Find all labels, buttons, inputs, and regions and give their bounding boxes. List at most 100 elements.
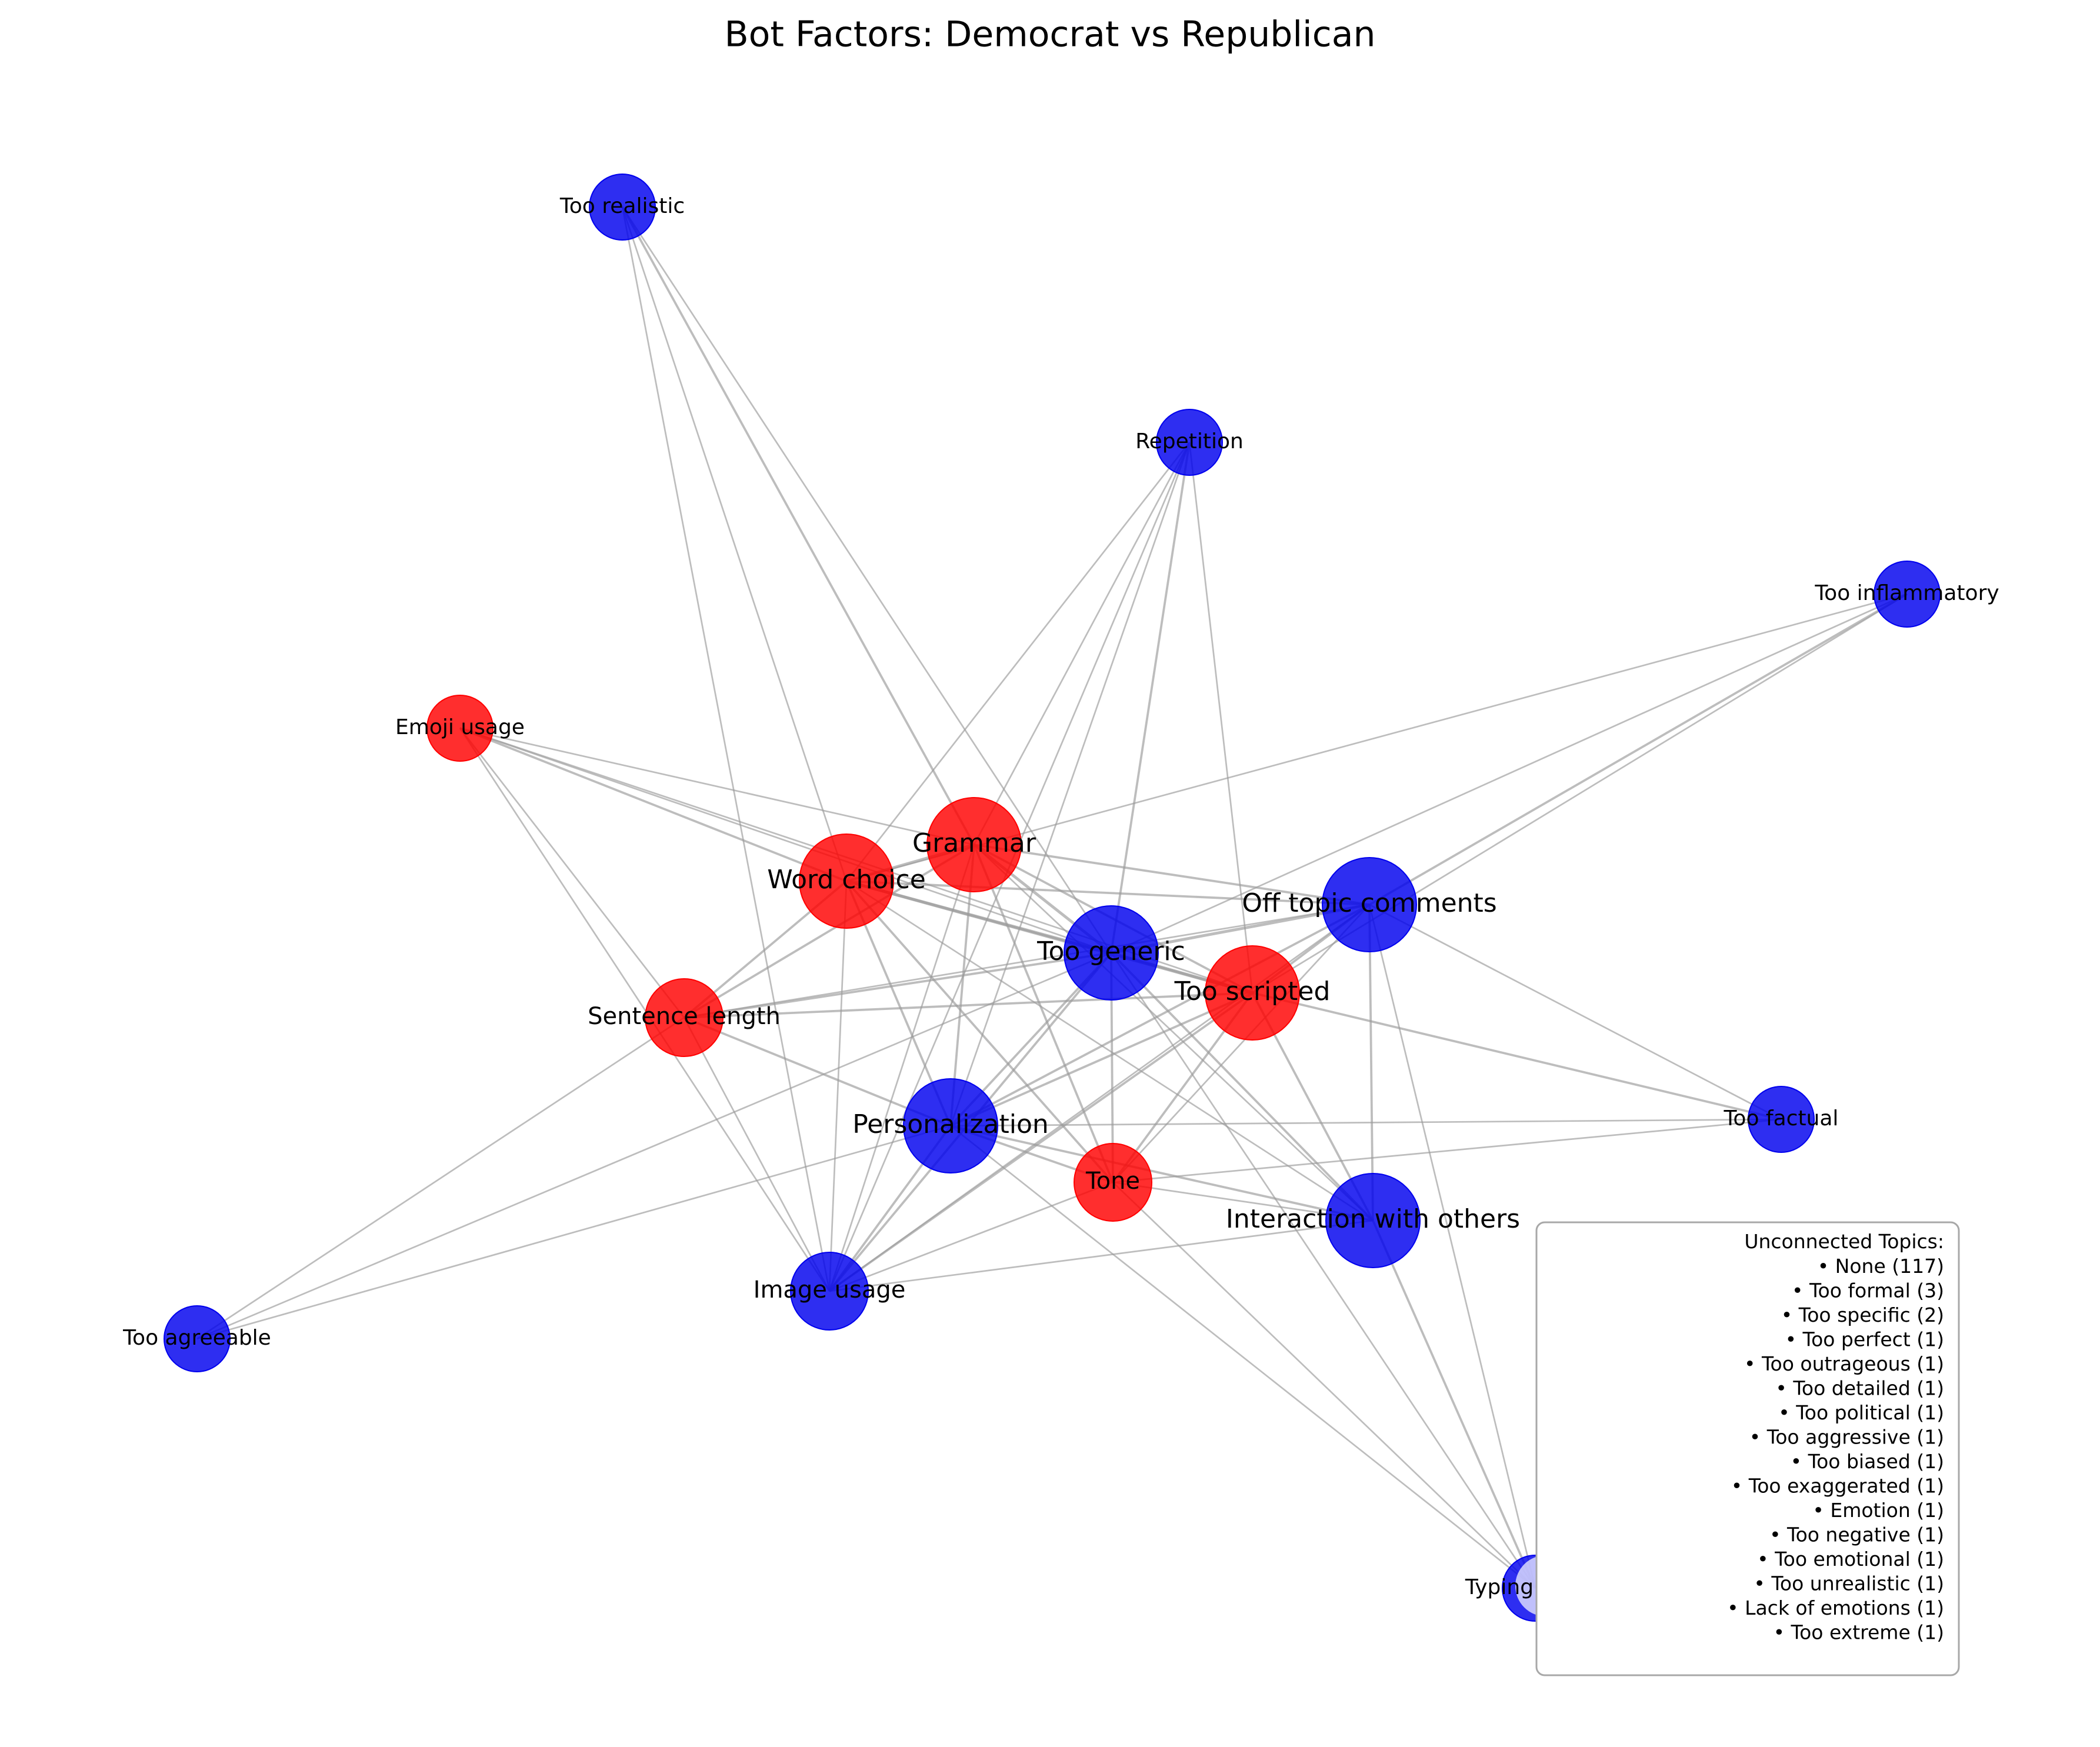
- edge-tone-too_factual: [1112, 1118, 1782, 1183]
- node-tone: [1074, 1143, 1152, 1222]
- node-label-too-scripted: Too scripted: [1174, 976, 1331, 1006]
- node-too-inflammatory: [1874, 561, 1941, 628]
- edge-repetition-too_scripted: [1188, 442, 1254, 993]
- edge-word_choice-interaction: [846, 880, 1374, 1222]
- node-too-scripted: [1205, 945, 1300, 1041]
- edge-off_topic-interaction: [1368, 904, 1374, 1221]
- edge-personalization-typing_habits: [950, 1125, 1536, 1589]
- node-interaction: [1325, 1173, 1421, 1268]
- edge-grammar-interaction: [974, 844, 1374, 1221]
- legend-items: • None (117)• Too formal (3)• Too specif…: [1727, 1255, 1944, 1644]
- node-personalization: [903, 1078, 998, 1173]
- node-label-emoji-usage: Emoji usage: [395, 715, 525, 739]
- legend-item: • Too outrageous (1): [1744, 1352, 1944, 1375]
- edge-word_choice-tone: [845, 880, 1114, 1183]
- edge-too_generic-sentence_length: [684, 952, 1112, 1019]
- node-emoji-usage: [426, 695, 494, 762]
- node-grammar: [926, 797, 1022, 892]
- figure-title: Bot Factors: Democrat vs Republican: [724, 14, 1375, 55]
- legend-item: • Too political (1): [1778, 1401, 1944, 1424]
- unconnected-topics-legend: Unconnected Topics: • None (117)• Too fo…: [1535, 1221, 1960, 1676]
- legend-item: • Too emotional (1): [1757, 1548, 1944, 1571]
- node-repetition: [1156, 409, 1223, 476]
- node-label-too-realistic: Too realistic: [559, 194, 685, 218]
- edge-too_scripted-image_usage: [828, 992, 1254, 1292]
- edge-too_inflammatory-off_topic: [1369, 593, 1908, 906]
- edge-too_realistic-grammar: [621, 206, 975, 845]
- edge-emoji_usage-word_choice: [459, 727, 847, 882]
- edge-sentence_length-image_usage: [683, 1017, 831, 1292]
- legend-box: [1535, 1221, 1960, 1676]
- node-label-too-inflammatory: Too inflammatory: [1814, 581, 1999, 605]
- edge-too_realistic-too_generic: [621, 206, 1112, 953]
- legend-item: • Too perfect (1): [1785, 1328, 1944, 1351]
- edge-too_generic-too_agreeable: [196, 952, 1112, 1340]
- edge-too_realistic-image_usage: [621, 206, 831, 1292]
- node-label-image-usage: Image usage: [754, 1276, 906, 1303]
- edge-grammar-image_usage: [828, 844, 975, 1292]
- node-too-generic: [1064, 905, 1159, 1001]
- legend-item: • Too unrealistic (1): [1754, 1572, 1944, 1595]
- edge-word_choice-off_topic: [846, 880, 1370, 906]
- edge-off_topic-typing_habits: [1368, 904, 1536, 1589]
- edge-repetition-word_choice: [845, 442, 1191, 882]
- node-label-tone: Tone: [1085, 1168, 1140, 1195]
- edge-tone-image_usage: [829, 1181, 1114, 1292]
- edge-off_topic-personalization: [950, 903, 1370, 1127]
- node-label-sentence-length: Sentence length: [588, 1003, 781, 1030]
- legend-item: • None (117): [1818, 1255, 1944, 1278]
- node-label-off-topic: Off topic comments: [1242, 888, 1496, 918]
- node-label-personalization: Personalization: [852, 1109, 1049, 1139]
- edge-too_scripted-sentence_length: [684, 992, 1253, 1019]
- node-too-agreeable: [164, 1305, 231, 1372]
- edge-tone-typing_habits: [1112, 1182, 1536, 1589]
- edge-grammar-off_topic: [974, 844, 1370, 906]
- node-sentence-length: [645, 978, 724, 1057]
- edge-interaction-typing_habits: [1372, 1220, 1536, 1589]
- edge-emoji_usage-sentence_length: [459, 728, 685, 1018]
- node-label-grammar: Grammar: [912, 828, 1036, 858]
- node-label-word-choice: Word choice: [767, 865, 926, 895]
- node-label-interaction: Interaction with others: [1226, 1204, 1520, 1234]
- legend-item: • Too formal (3): [1792, 1279, 1944, 1302]
- edge-too_realistic-word_choice: [621, 206, 848, 882]
- edge-repetition-grammar: [973, 442, 1191, 845]
- node-image-usage: [790, 1252, 869, 1331]
- node-label-too-agreeable: Too agreeable: [122, 1326, 271, 1350]
- node-too-factual: [1748, 1086, 1815, 1153]
- edge-too_scripted-too_factual: [1252, 992, 1782, 1121]
- edge-personalization-too_agreeable: [196, 1125, 951, 1340]
- edge-sentence_length-personalization: [684, 1016, 951, 1127]
- edge-too_scripted-personalization: [950, 992, 1253, 1127]
- edge-too_inflammatory-word_choice: [846, 593, 1908, 882]
- node-label-repetition: Repetition: [1135, 429, 1244, 454]
- edge-emoji_usage-image_usage: [459, 728, 831, 1292]
- legend-item: • Too specific (2): [1781, 1303, 1944, 1326]
- edge-sentence_length-too_agreeable: [196, 1016, 685, 1340]
- edge-word_choice-image_usage: [828, 881, 848, 1292]
- node-label-too-factual: Too factual: [1724, 1106, 1839, 1131]
- edge-grammar-tone: [973, 844, 1114, 1183]
- node-word-choice: [799, 834, 894, 929]
- legend-item: • Lack of emotions (1): [1727, 1596, 1944, 1619]
- legend-item: • Too negative (1): [1769, 1523, 1944, 1546]
- legend-item: • Too exaggerated (1): [1731, 1475, 1944, 1498]
- edge-repetition-personalization: [949, 442, 1191, 1126]
- edge-too_inflammatory-too_generic: [1111, 593, 1908, 954]
- legend-item: • Too extreme (1): [1774, 1621, 1944, 1644]
- legend-item: • Too biased (1): [1791, 1450, 1944, 1473]
- node-too-realistic: [589, 174, 656, 241]
- legend-title: Unconnected Topics:: [1744, 1230, 1944, 1253]
- edge-interaction-image_usage: [829, 1219, 1374, 1292]
- edge-emoji_usage-grammar: [459, 727, 975, 846]
- node-label-too-generic: Too generic: [1036, 936, 1185, 966]
- edge-personalization-interaction: [950, 1125, 1374, 1222]
- legend-item: • Too detailed (1): [1775, 1377, 1944, 1400]
- edge-off_topic-sentence_length: [684, 903, 1370, 1019]
- edge-too_generic-typing_habits: [1110, 952, 1536, 1589]
- edge-off_topic-tone: [1112, 904, 1370, 1183]
- edge-off_topic-too_factual: [1369, 903, 1782, 1121]
- edge-personalization-too_factual: [950, 1118, 1782, 1127]
- legend-item: • Too aggressive (1): [1749, 1426, 1944, 1449]
